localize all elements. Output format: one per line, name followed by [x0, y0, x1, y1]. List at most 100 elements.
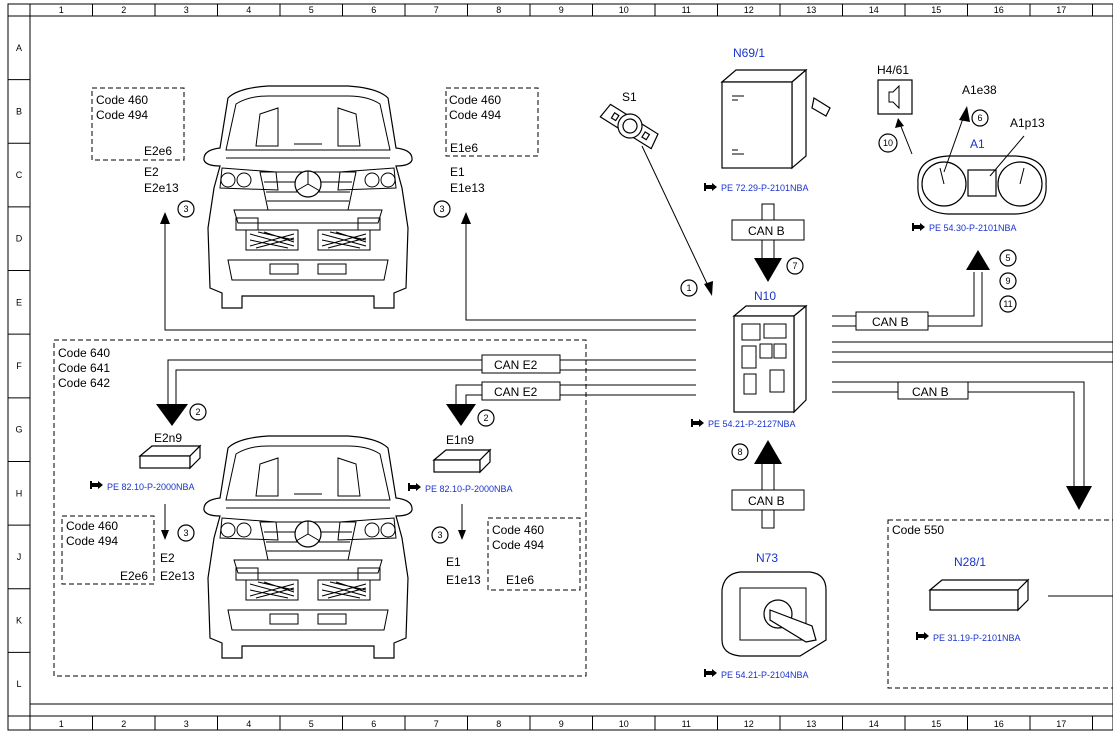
lamp-label-e2: E2	[144, 165, 159, 179]
signal-line-s1	[641, 145, 711, 291]
svg-text:7: 7	[792, 261, 797, 271]
svg-text:Code 494: Code 494	[66, 534, 118, 548]
control-unit-n69-1: N69/1 PE 72.29-P-2101NBA	[704, 46, 831, 193]
svg-text:Code 460: Code 460	[66, 519, 118, 533]
can-e2-link-e2n9: CAN E2	[156, 354, 696, 426]
svg-text:A1p13: A1p13	[1010, 116, 1045, 130]
svg-text:CAN B: CAN B	[872, 315, 909, 329]
column-label: 7	[434, 719, 439, 729]
svg-text:N10: N10	[754, 289, 776, 303]
svg-text:A1e38: A1e38	[962, 83, 997, 97]
code-label: Code 494	[96, 108, 148, 122]
column-label: 7	[434, 5, 439, 15]
row-label: K	[16, 616, 22, 626]
svg-text:1: 1	[686, 283, 691, 293]
arrow-down-icon	[458, 530, 466, 540]
svg-text:E2e6: E2e6	[120, 569, 148, 583]
module-e1n9: E1n9 PE 82.10-P-2000NBA	[408, 433, 513, 494]
step-marker: 10	[878, 133, 898, 153]
lamp-label-e2: E2	[160, 551, 175, 565]
step-marker: 1	[680, 279, 698, 297]
code-label: Code 460	[449, 93, 501, 107]
control-unit-n10: N10 PE 54.21-P-2127NBA	[691, 289, 808, 429]
svg-text:E1e6: E1e6	[506, 573, 534, 587]
column-label: 3	[184, 5, 189, 15]
code-label: Code 460	[96, 93, 148, 107]
svg-text:CAN E2: CAN E2	[494, 385, 538, 399]
step-marker: 8	[731, 443, 749, 461]
instrument-cluster-a1: A1e38 A1p13 A1 PE 54.30-P-2101NBA	[912, 83, 1047, 233]
step-marker: 7	[786, 257, 804, 275]
can-b-link-n10-a1: CAN B	[832, 250, 990, 331]
svg-text:E1n9: E1n9	[446, 433, 474, 447]
signal-line-e2	[164, 222, 696, 331]
lamp-tag: E1e6	[450, 141, 478, 155]
column-label: 4	[246, 719, 251, 729]
vehicle-front-lower	[203, 435, 413, 659]
svg-text:PE 54.21-P-2127NBA: PE 54.21-P-2127NBA	[708, 419, 796, 429]
column-label: 8	[496, 719, 501, 729]
svg-text:3: 3	[183, 204, 188, 214]
column-label: 13	[806, 719, 816, 729]
lamp-label-e1e13: E1e13	[450, 181, 485, 195]
arrow-up-icon	[754, 440, 782, 464]
can-b-link-n69-n10: CAN B	[731, 203, 805, 282]
arrow-icon	[895, 118, 904, 128]
row-label: B	[16, 106, 22, 116]
svg-text:PE 82.10-P-2000NBA: PE 82.10-P-2000NBA	[425, 484, 513, 494]
code-label: Code 494	[449, 108, 501, 122]
module-e2n9: E2n9 PE 82.10-P-2000NBA	[90, 431, 202, 492]
svg-text:9: 9	[1005, 276, 1010, 286]
step-marker: 3	[433, 200, 451, 218]
arrow-up-icon	[461, 212, 471, 224]
column-label: 8	[496, 5, 501, 15]
column-label: 11	[682, 719, 691, 729]
code-550-box: Code 550 N28/1 PE 31.19-P-2101NBA	[887, 519, 1113, 689]
step-markers: 1 2 2 3 3 3 3 5 6 7 8 9 10 11	[177, 109, 1017, 544]
row-label: G	[15, 425, 22, 435]
svg-text:PE 82.10-P-2000NBA: PE 82.10-P-2000NBA	[107, 482, 195, 492]
column-label: 10	[619, 719, 629, 729]
lamp-label-e1: E1	[450, 165, 465, 179]
column-label: 2	[121, 719, 126, 729]
code-label: Code 642	[58, 376, 110, 390]
column-label: 13	[806, 5, 816, 15]
column-label: 9	[559, 719, 564, 729]
svg-text:N73: N73	[756, 551, 778, 565]
svg-text:PE 54.30-P-2101NBA: PE 54.30-P-2101NBA	[929, 223, 1017, 233]
can-b-link-n73-n10: CAN B	[731, 440, 805, 529]
lamp-label-e2e13: E2e13	[160, 569, 195, 583]
step-marker: 3	[177, 524, 195, 542]
step-marker: 3	[431, 526, 449, 544]
column-label: 16	[994, 719, 1004, 729]
step-marker: 6	[971, 109, 989, 127]
row-label: L	[16, 679, 21, 689]
column-label: 6	[371, 719, 376, 729]
svg-text:PE 72.29-P-2101NBA: PE 72.29-P-2101NBA	[721, 183, 809, 193]
row-label: C	[16, 170, 23, 180]
column-label: 10	[619, 5, 629, 15]
ignition-switch-n73: N73 PE 54.21-P-2104NBA	[704, 551, 827, 680]
row-label: E	[16, 297, 22, 307]
arrow-down-icon	[446, 404, 476, 426]
column-label: 16	[994, 5, 1004, 15]
svg-text:Code 550: Code 550	[892, 523, 944, 537]
arrow-up-icon	[160, 212, 170, 224]
column-label: 4	[246, 5, 251, 15]
step-marker: 2	[189, 403, 207, 421]
svg-text:3: 3	[183, 528, 188, 538]
code-box-upper-left: Code 460 Code 494 E2e6	[91, 87, 185, 161]
lamp-tag: E2e6	[144, 144, 172, 158]
can-e2-link-e1n9: CAN E2	[446, 381, 696, 426]
step-marker: 11	[999, 295, 1017, 313]
svg-text:2: 2	[483, 413, 488, 423]
svg-text:6: 6	[977, 113, 982, 123]
bus-lines-right: CAN B	[832, 341, 1113, 510]
arrow-down-icon	[754, 258, 782, 282]
drawing-frame	[7, 3, 1113, 731]
arrow-down-icon	[161, 530, 169, 540]
column-label: 5	[309, 719, 314, 729]
